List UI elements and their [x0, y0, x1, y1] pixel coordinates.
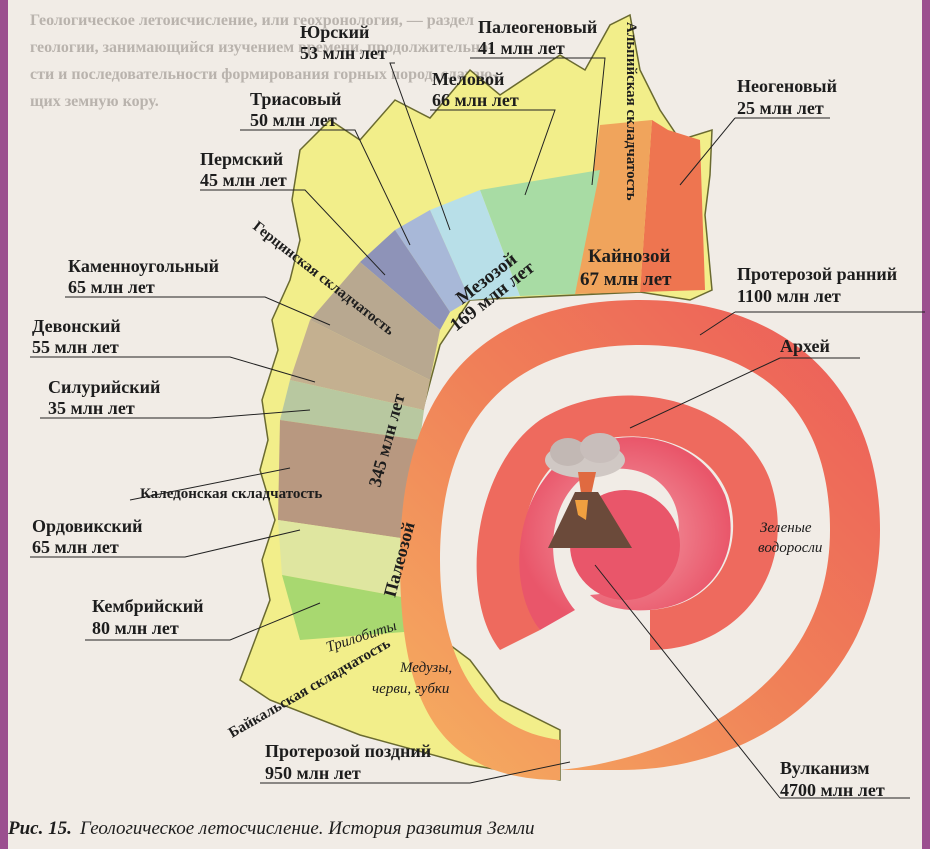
- period-ordovician-duration: 65 млн лет: [32, 537, 119, 557]
- period-devonian: Девонский: [32, 316, 121, 336]
- label-jellyfish-2: черви, губки: [372, 681, 449, 697]
- period-silurian-duration: 35 млн лет: [48, 398, 135, 418]
- period-cambrian-duration: 80 млн лет: [92, 618, 179, 638]
- period-triassic: Триасовый: [250, 89, 341, 109]
- folding-alpine: Альпийская складчатость: [623, 22, 639, 201]
- label-proterozoic-early: Протерозой ранний: [737, 264, 897, 284]
- label-algae-2: водоросли: [758, 540, 822, 556]
- period-neogene-duration: 25 млн лет: [737, 98, 824, 118]
- period-carboniferous: Каменноугольный: [68, 256, 219, 276]
- period-paleogene-duration: 41 млн лет: [478, 38, 565, 58]
- svg-text:щих земную кору.: щих земную кору.: [30, 93, 159, 110]
- label-proterozoic-early-duration: 1100 млн лет: [737, 286, 841, 306]
- svg-text:геологии, занимающийся изучени: геологии, занимающийся изучением времени…: [30, 39, 493, 56]
- label-proterozoic-late-duration: 950 млн лет: [265, 763, 361, 783]
- caption: Рис. 15. Геологическое летосчисление. Ис…: [7, 818, 535, 839]
- era-cenozoic: Кайнозой: [588, 246, 670, 267]
- svg-text:сти и последовательности форми: сти и последовательности формирования го…: [30, 66, 498, 83]
- period-paleogene: Палеогеновый: [478, 17, 597, 37]
- period-permian-duration: 45 млн лет: [200, 170, 287, 190]
- caption-text: Геологическое летосчисление. История раз…: [79, 818, 535, 839]
- period-cretaceous: Меловой: [432, 69, 504, 89]
- label-volcanism: Вулканизм: [780, 758, 870, 778]
- period-carboniferous-duration: 65 млн лет: [68, 277, 155, 297]
- period-ordovician: Ордовикский: [32, 516, 143, 536]
- period-triassic-duration: 50 млн лет: [250, 110, 337, 130]
- period-silurian: Силурийский: [48, 377, 160, 397]
- label-proterozoic-late: Протерозой поздний: [265, 741, 431, 761]
- period-devonian-duration: 55 млн лет: [32, 337, 119, 357]
- period-jurassic-duration: 53 млн лет: [300, 43, 387, 63]
- label-volcanism-duration: 4700 млн лет: [780, 780, 885, 800]
- label-jellyfish: Медузы,: [399, 660, 452, 676]
- period-cambrian: Кембрийский: [92, 596, 203, 616]
- period-permian: Пермский: [200, 149, 283, 169]
- caption-figure: Рис. 15.: [7, 818, 72, 839]
- svg-text:Геологическое летоисчисление,: Геологическое летоисчисление, или геохро…: [30, 12, 474, 29]
- label-archean: Архей: [780, 336, 830, 356]
- period-cretaceous-duration: 66 млн лет: [432, 90, 519, 110]
- period-neogene: Неогеновый: [737, 76, 837, 96]
- label-algae: Зеленые: [760, 520, 812, 536]
- period-jurassic: Юрский: [300, 22, 369, 42]
- era-cenozoic-duration: 67 млн лет: [580, 269, 672, 290]
- folding-caledonian: Каледонская складчатость: [140, 486, 322, 502]
